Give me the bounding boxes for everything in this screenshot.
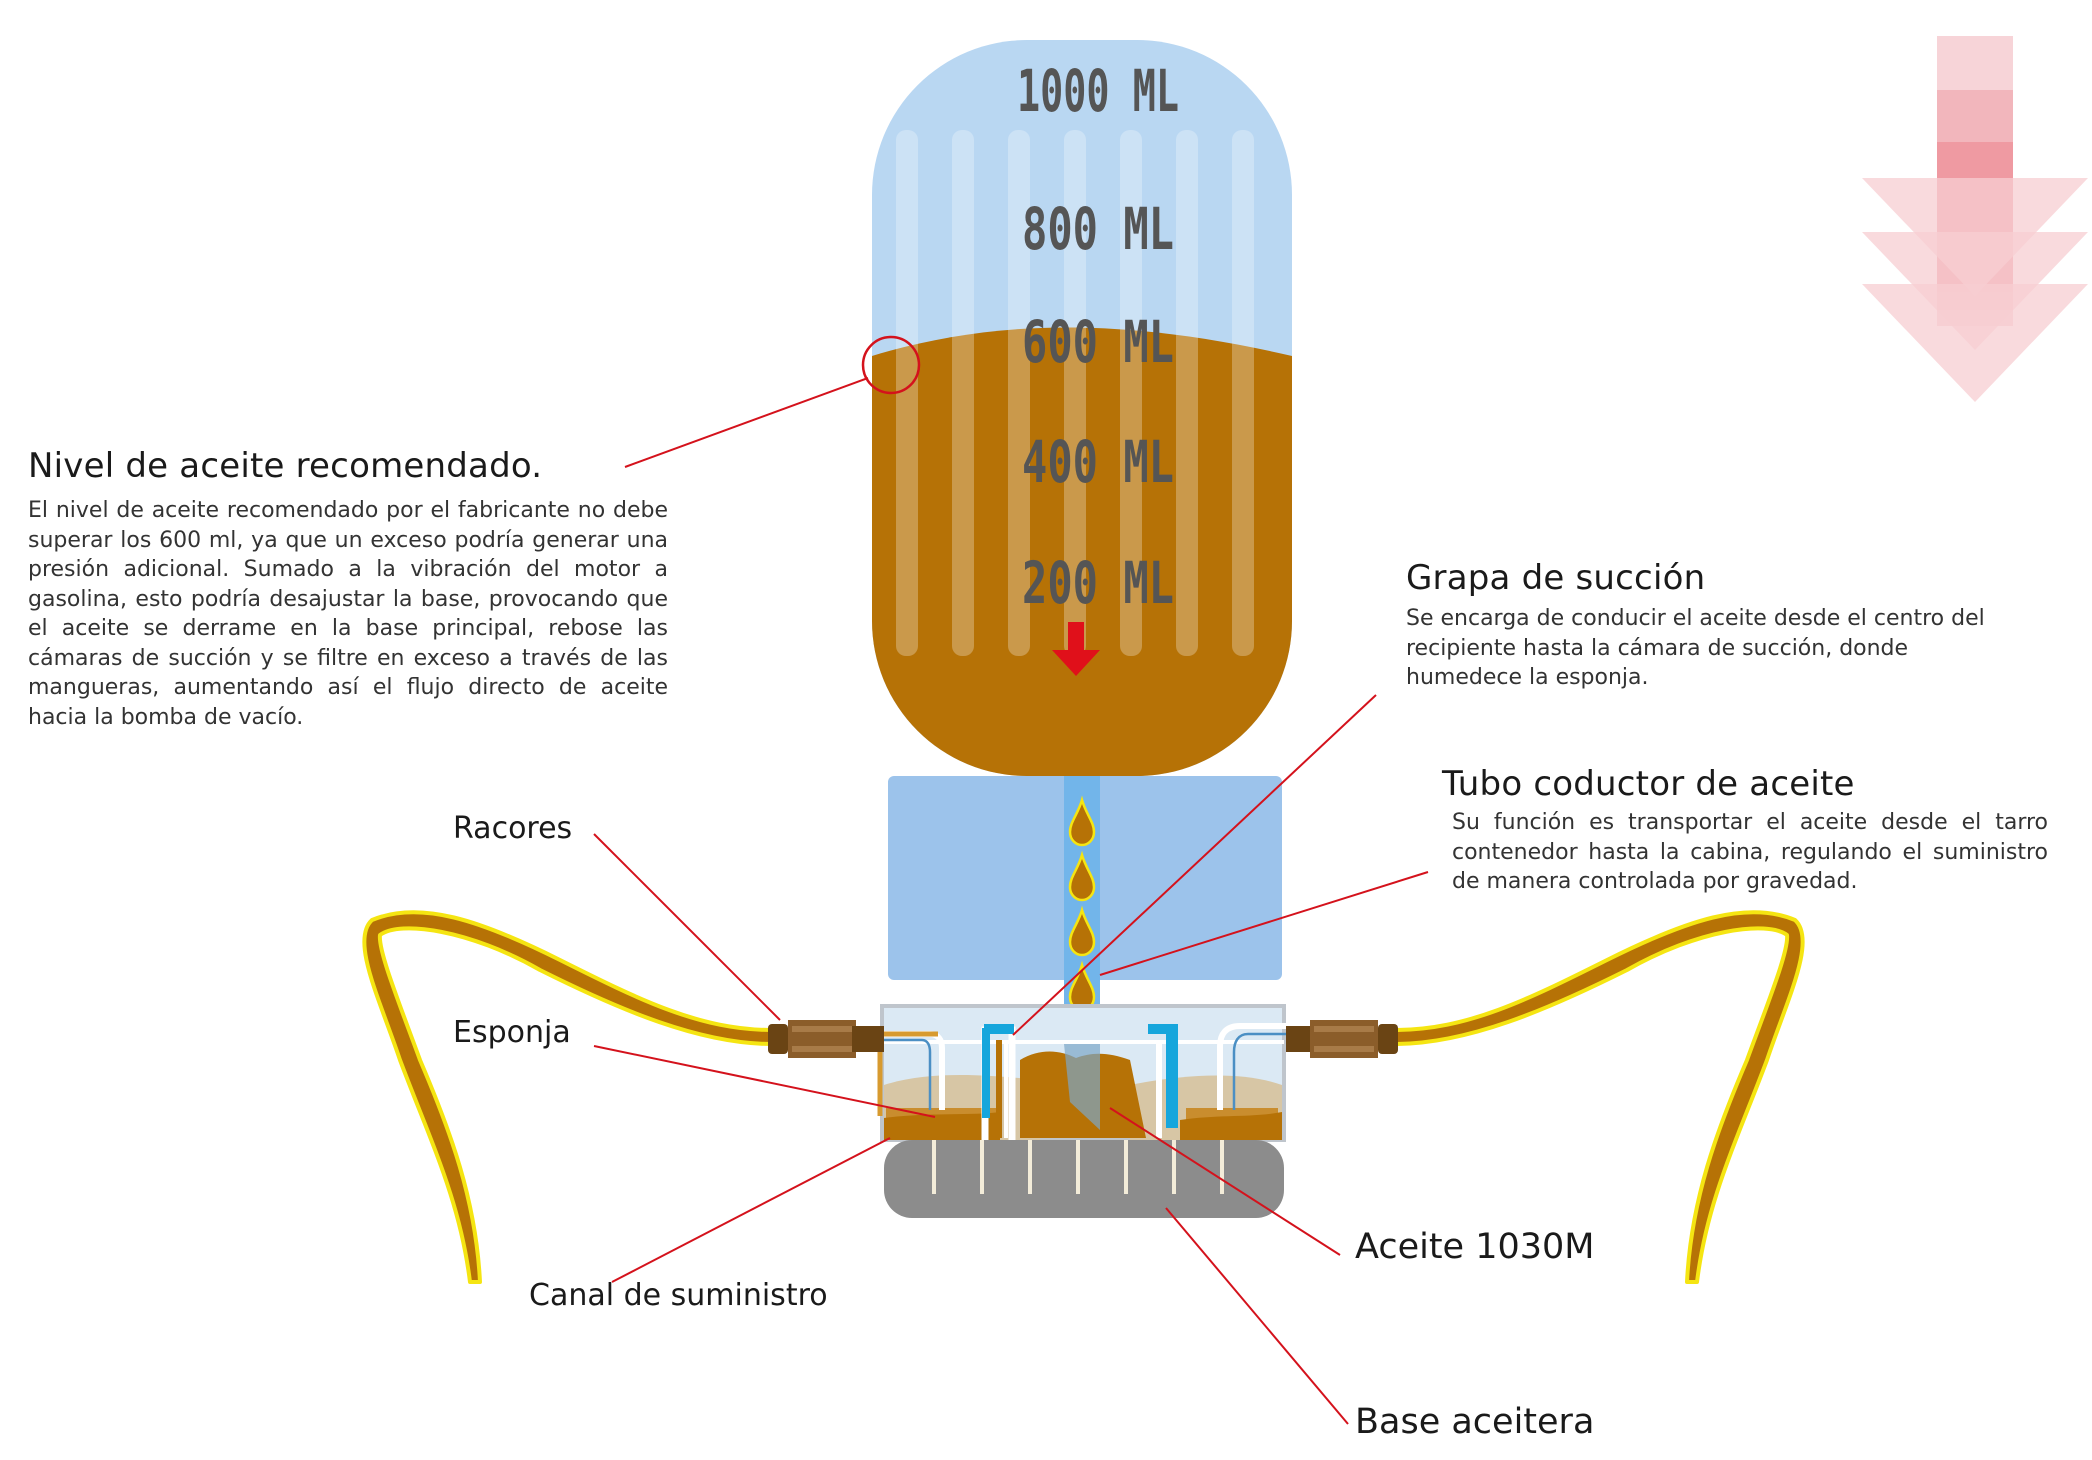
label-aceite: Aceite 1030M: [1355, 1227, 1595, 1267]
oil-drop-icon: [1068, 795, 1096, 847]
bottle-rib: [952, 130, 974, 656]
nivel-body: El nivel de aceite recomendado por el fa…: [28, 498, 668, 730]
tubo-body: Su función es transportar el aceite desd…: [1452, 810, 2048, 894]
base-bar: [1220, 1140, 1224, 1194]
leader-racores: [593, 833, 781, 1021]
bottle-ribs: [896, 130, 1254, 656]
scale-mark: 200 ML: [1022, 549, 1174, 617]
oil-bottle: [872, 40, 1292, 776]
leader-nivel: [624, 377, 869, 468]
grapa-body: Se encarga de conducir el aceite desde e…: [1406, 606, 1985, 690]
scale-mark: 400 ML: [1022, 428, 1174, 496]
base-bar: [1028, 1140, 1032, 1194]
grapa-title: Grapa de succión: [1406, 558, 1706, 598]
leader-esponja: [593, 1045, 936, 1118]
bottle-rib: [1176, 130, 1198, 656]
bottle-rib: [1008, 130, 1030, 656]
level-highlight-circle: [861, 335, 921, 395]
leader-tubo: [1099, 871, 1429, 976]
leader-grapa: [1012, 694, 1377, 1036]
label-canal: Canal de suministro: [529, 1278, 828, 1313]
label-racores: Racores: [453, 811, 573, 846]
leader-aceite: [1109, 1107, 1341, 1256]
oil-drop-icon: [1068, 905, 1096, 957]
oil-base: [884, 1140, 1284, 1218]
hose-right: [1393, 910, 1805, 1284]
bottle-rib: [1232, 130, 1254, 656]
leader-base: [1165, 1207, 1349, 1425]
nivel-title: Nivel de aceite recomendado.: [28, 446, 543, 486]
bottle-rib: [896, 130, 918, 656]
bottle-oil-fill: [872, 327, 1292, 776]
base-bar: [932, 1140, 936, 1194]
scale-mark: 1000 ML: [1017, 57, 1179, 125]
suction-chamber: [872, 1004, 1290, 1142]
down-arrow-icon: [1052, 622, 1100, 676]
scale-mark: 800 ML: [1022, 195, 1174, 263]
scale-mark: 600 ML: [1022, 308, 1174, 376]
tubo-title: Tubo coductor de aceite: [1442, 764, 1855, 804]
oil-drop-icon: [1068, 850, 1096, 902]
fitting-left: [768, 1020, 884, 1058]
bottle-rib: [1064, 130, 1086, 656]
leader-canal: [611, 1137, 891, 1283]
label-esponja: Esponja: [453, 1015, 571, 1050]
base-bar: [1172, 1140, 1176, 1194]
base-bar: [1124, 1140, 1128, 1194]
bottle-scale: 1000 ML 800 ML 600 ML 400 ML 200 ML: [1017, 57, 1179, 617]
leader-lines: [593, 377, 1429, 1425]
label-base: Base aceitera: [1355, 1402, 1595, 1442]
base-bar: [980, 1140, 984, 1194]
base-bar: [1076, 1140, 1080, 1194]
hose-left: [362, 910, 774, 1284]
flow-down-arrow-icon: [1862, 36, 2088, 402]
fitting-right: [1286, 1020, 1398, 1058]
bottle-rib: [1120, 130, 1142, 656]
